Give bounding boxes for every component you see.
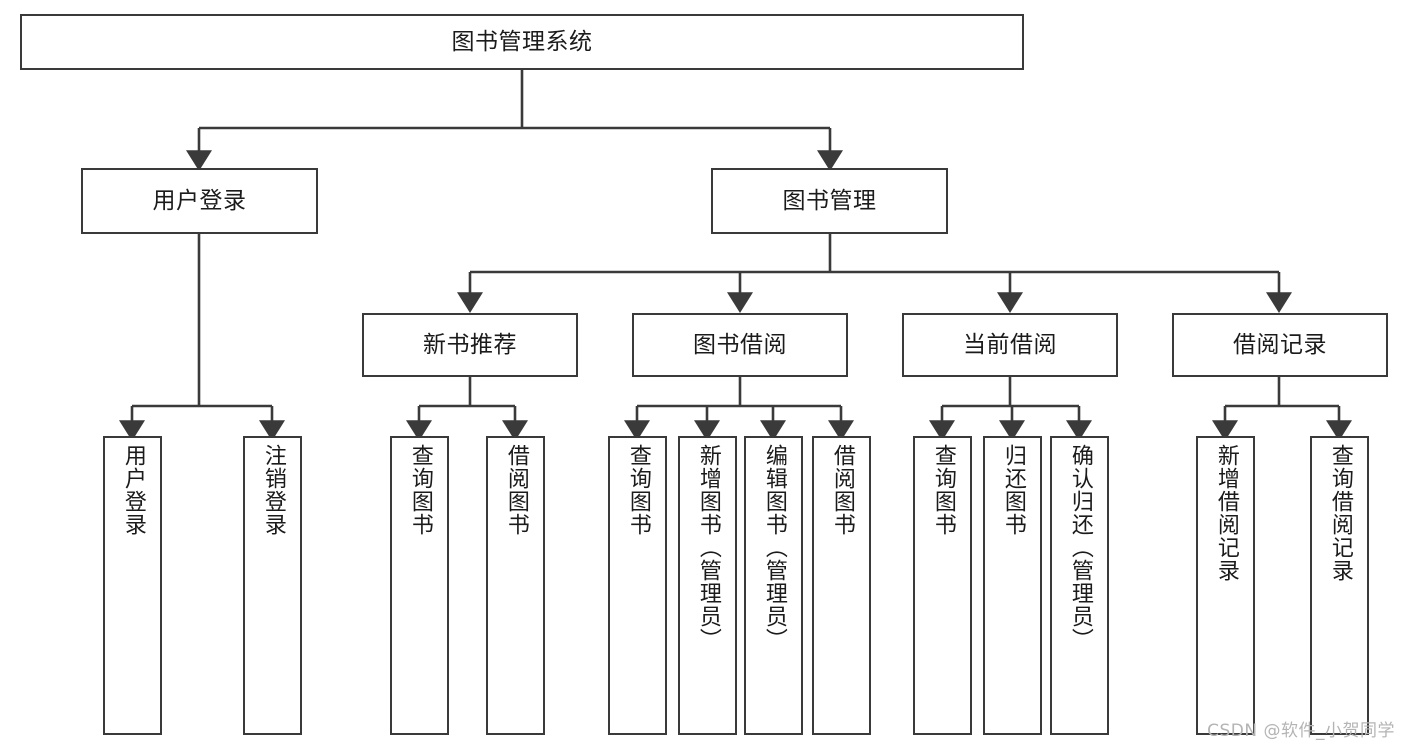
node-label: 确认归还（管理员） (1067, 444, 1093, 651)
node-label: 新增借阅记录 (1213, 444, 1239, 582)
node-root-system[interactable]: 图书管理系统 (20, 14, 1024, 70)
node-current-borrow[interactable]: 当前借阅 (902, 313, 1118, 377)
node-label: 图书管理 (782, 187, 877, 214)
node-book-management[interactable]: 图书管理 (711, 168, 948, 234)
leaf-recommend-borrow-book[interactable]: 借阅图书 (486, 436, 545, 735)
node-borrow-record[interactable]: 借阅记录 (1172, 313, 1388, 377)
node-label: 借阅图书 (829, 444, 855, 536)
csdn-watermark: CSDN @软件_小贺同学 (1207, 721, 1395, 741)
node-label: 查询图书 (407, 444, 433, 536)
node-label: 查询图书 (930, 444, 956, 536)
node-label: 用户登录 (152, 187, 247, 214)
leaf-borrow-edit-book[interactable]: 编辑图书（管理员） (744, 436, 803, 735)
node-book-borrow[interactable]: 图书借阅 (632, 313, 848, 377)
leaf-borrow-add-book[interactable]: 新增图书（管理员） (678, 436, 737, 735)
leaf-recommend-query-book[interactable]: 查询图书 (390, 436, 449, 735)
node-label: 编辑图书（管理员） (761, 444, 787, 651)
leaf-record-query-record[interactable]: 查询借阅记录 (1310, 436, 1369, 735)
node-label: 当前借阅 (963, 331, 1057, 358)
node-label: 图书管理系统 (451, 28, 593, 55)
leaf-user-login-login[interactable]: 用户登录 (103, 436, 162, 735)
node-label: 注销登录 (260, 444, 286, 536)
leaf-record-add-record[interactable]: 新增借阅记录 (1196, 436, 1255, 735)
node-label: 新增图书（管理员） (695, 444, 721, 651)
node-user-login[interactable]: 用户登录 (81, 168, 318, 234)
node-label: 借阅图书 (503, 444, 529, 536)
node-new-book-recommend[interactable]: 新书推荐 (362, 313, 578, 377)
node-label: 归还图书 (1000, 444, 1026, 536)
leaf-borrow-query-book[interactable]: 查询图书 (608, 436, 667, 735)
node-label: 借阅记录 (1233, 331, 1327, 358)
node-label: 用户登录 (120, 444, 146, 536)
leaf-current-query-book[interactable]: 查询图书 (913, 436, 972, 735)
node-label: 查询借阅记录 (1327, 444, 1353, 582)
node-label: 查询图书 (625, 444, 651, 536)
leaf-user-login-logout[interactable]: 注销登录 (243, 436, 302, 735)
node-label: 新书推荐 (423, 331, 517, 358)
leaf-current-confirm-return[interactable]: 确认归还（管理员） (1050, 436, 1109, 735)
node-label: 图书借阅 (693, 331, 787, 358)
leaf-current-return-book[interactable]: 归还图书 (983, 436, 1042, 735)
leaf-borrow-borrow-book[interactable]: 借阅图书 (812, 436, 871, 735)
